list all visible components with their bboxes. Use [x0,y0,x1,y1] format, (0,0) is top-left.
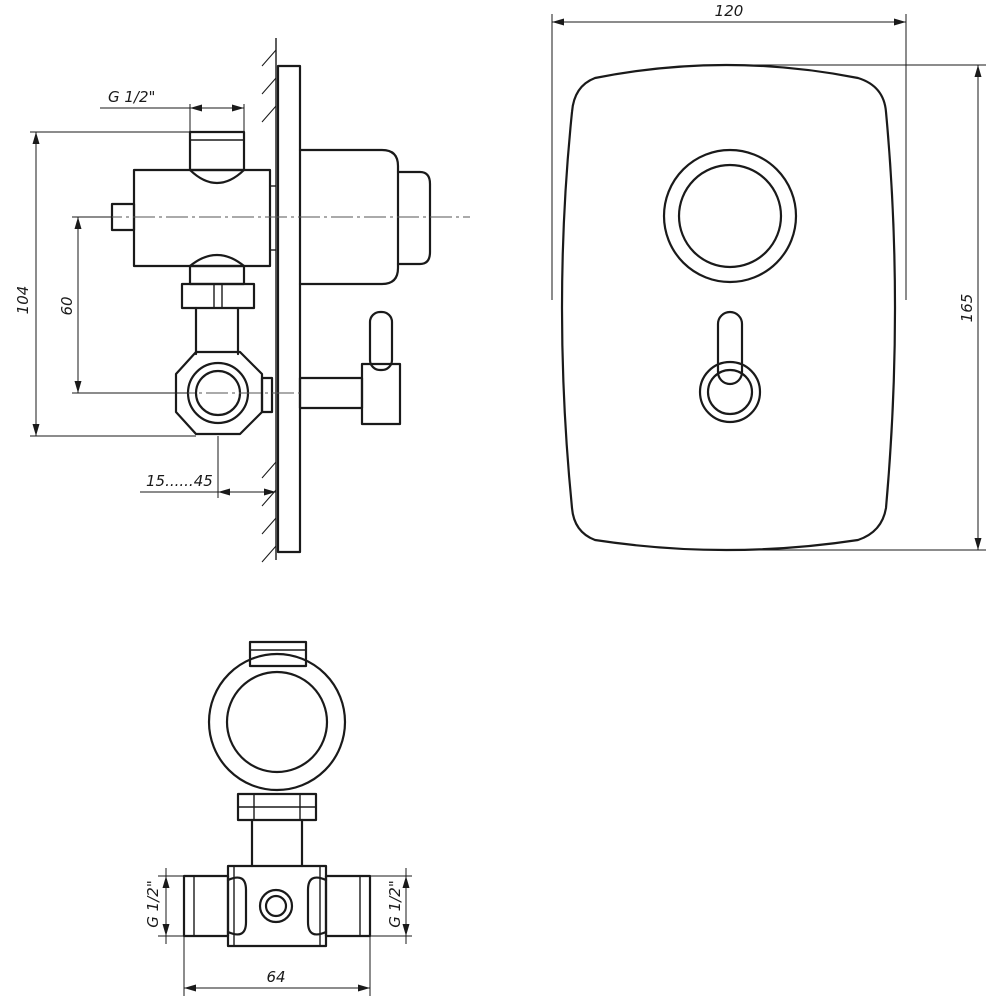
nut-side [180,282,256,310]
dim-plate-width: 120 [715,2,744,20]
thermostat-knob-outer [662,148,798,284]
diverter-lever-handle [368,310,394,372]
bottom-port-outer [258,888,294,924]
wall [261,38,277,563]
diverter-knob-outer [698,360,762,424]
dim-depth-range: 15......45 [146,472,213,490]
side-view [100,38,470,563]
dim-top-thread: G 1/2" [108,88,155,106]
dim-left-thread: G 1/2" [144,880,162,927]
dim-height-104: 104 [14,286,32,315]
dim-plate-height: 165 [958,294,976,323]
diverter-knob-inner [706,368,754,416]
valve-body [132,168,272,268]
bottom-top-cap [248,640,308,668]
bottom-port-inner [264,894,288,918]
lower-connector [188,264,246,286]
bottom-view [182,640,372,948]
bottom-right-inlet [324,874,372,938]
dim-right-thread: G 1/2" [386,880,404,927]
cover-plate-side [276,64,302,554]
bottom-housing-outer [207,652,347,792]
bottom-housing-inner [225,670,329,774]
bottom-left-inlet [182,874,230,938]
diverter-handle-front [716,310,744,386]
top-inlet-thread [188,130,246,172]
side-view-dimensions: G 1/2" 104 60 15......45 [14,88,276,498]
outlet-octagon [174,350,264,436]
thermostat-knob-inner [677,163,783,269]
bottom-view-dimensions: G 1/2" G 1/2" 64 [144,868,412,996]
cover-plate-front [560,63,897,552]
dim-height-60: 60 [58,296,76,315]
thermostat-knob-side [396,170,432,266]
diverter-shaft [298,376,364,410]
dim-bottom-width: 64 [266,968,285,986]
diverter-lever-base [360,362,402,426]
front-view [560,63,897,552]
front-view-dimensions: 120 165 [551,2,986,551]
